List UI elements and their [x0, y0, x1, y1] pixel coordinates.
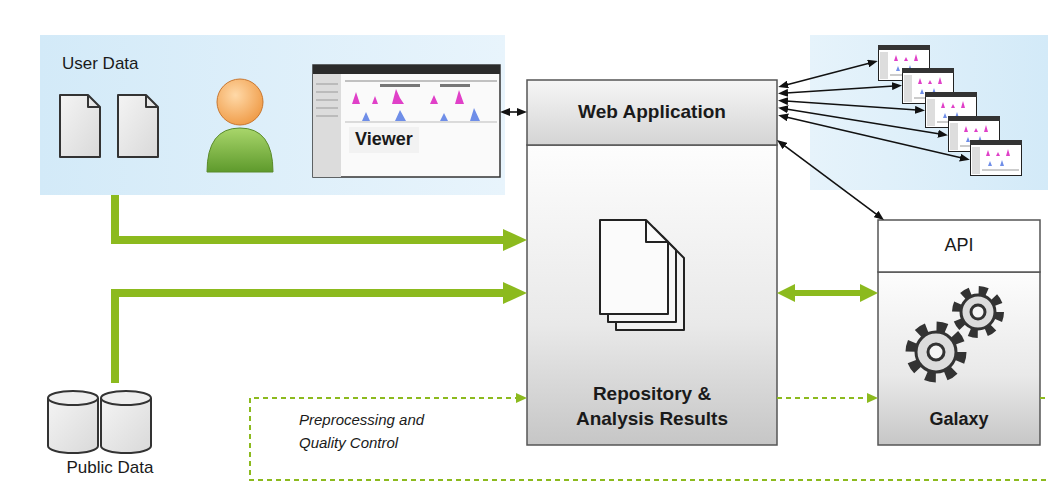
text-slot: Viewer — [349, 125, 459, 155]
data-flow — [791, 290, 864, 296]
request-arrow — [508, 111, 519, 113]
viewer-screen: Viewer — [313, 65, 500, 177]
client-thumbnails — [878, 45, 1022, 176]
viewer-screenshot — [313, 65, 500, 177]
database-icon — [48, 391, 151, 453]
process-note: Preprocessing and Quality Control — [296, 408, 456, 455]
text-slot: Galaxy — [878, 402, 1040, 438]
web-application-box — [527, 80, 777, 445]
box-header: Web Application — [578, 100, 726, 125]
document-icon — [60, 95, 158, 157]
box-footer: Repository & Analysis Results — [562, 382, 742, 431]
panel-title: User Data — [62, 53, 139, 75]
user-figure — [207, 79, 273, 172]
data-flow — [115, 195, 508, 240]
box-header: API — [944, 234, 973, 257]
viewer-label: Viewer — [349, 127, 419, 152]
request-arrow — [783, 145, 877, 215]
client-arrows — [786, 63, 962, 158]
data-flow — [115, 293, 508, 383]
user-panel — [40, 35, 505, 195]
store-label: Public Data — [67, 457, 154, 479]
text-slot: Web Application — [527, 80, 777, 145]
input-panel: Viewer User Data — [40, 35, 505, 195]
text-slot: User Data — [62, 51, 202, 77]
box-footer: Galaxy — [929, 408, 988, 431]
edge-label-slot: Preprocessing and Quality Control — [296, 408, 456, 455]
galaxy-box — [878, 220, 1040, 445]
text-slot: Repository & Analysis Results — [562, 376, 742, 438]
client-panel — [810, 35, 1048, 190]
web-application-box: Web ApplicationRepository & Analysis Res… — [527, 80, 777, 445]
gear-icon — [911, 291, 999, 377]
text-slot: API — [878, 220, 1040, 272]
public-data-store: Public Data — [40, 383, 180, 480]
document-stack — [600, 220, 684, 330]
process-flow — [777, 397, 869, 399]
text-slot: Public Data — [40, 457, 180, 479]
galaxy-box: API Galaxy — [878, 220, 1040, 445]
